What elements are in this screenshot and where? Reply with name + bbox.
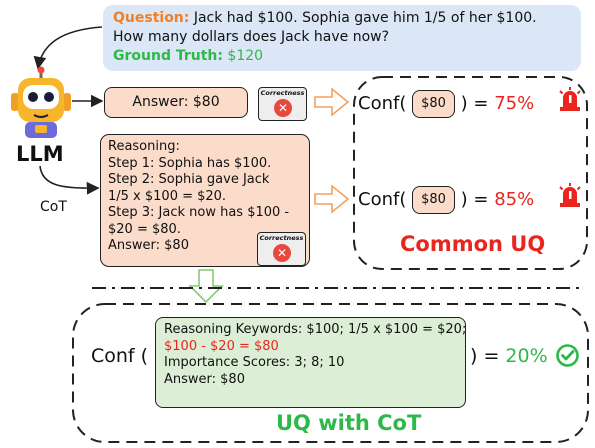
conf-prefix: Conf( <box>358 189 407 210</box>
hollow-arrow-down <box>188 269 224 304</box>
correctness-label: Correctness <box>260 89 305 97</box>
conf-prefix: Conf( <box>358 93 407 114</box>
conf-value: 20% <box>505 345 548 367</box>
importance-line: Importance Scores: 3; 8; 10 <box>164 355 345 370</box>
cot-keywords-box: Reasoning Keywords: $100; 1/5 x $100 = $… <box>155 317 466 408</box>
conf-answer-pill: $80 <box>412 186 455 214</box>
conf-bottom-result: ) = 20% <box>470 345 548 367</box>
llm-to-reasoning-arrow <box>39 165 100 195</box>
alarm-icon <box>559 183 581 207</box>
reasoning-line: $20 = $80. <box>108 221 181 237</box>
llm-label: LLM <box>16 142 64 166</box>
conf-suffix: ) = <box>460 189 495 210</box>
conf-mid: Conf( $80 ) = 85% <box>358 186 534 214</box>
conf-bottom-prefix: Conf ( <box>91 345 149 367</box>
answer-line: Answer: $80 <box>164 371 245 387</box>
correctness-card-top: Correctness ✕ <box>258 87 307 121</box>
question-box: Question: Jack had $100. Sophia gave him… <box>103 5 581 71</box>
conf-answer-pill: $80 <box>412 90 455 118</box>
conf-value: 75% <box>494 93 535 114</box>
reasoning-line: Reasoning: <box>108 139 180 154</box>
reasoning-line: Step 3: Jack now has $100 - <box>108 205 290 220</box>
cot-label: CoT <box>40 199 67 215</box>
question-text: Jack had $100. Sophia gave him 1/5 of he… <box>189 10 537 26</box>
ground-truth-label: Ground Truth: <box>113 48 223 64</box>
common-uq-label: Common UQ <box>400 232 546 256</box>
robot-icon <box>11 66 71 138</box>
x-circle-icon: ✕ <box>273 244 291 262</box>
hollow-arrow-top <box>314 87 350 117</box>
reasoning-line: 1/5 x $100 = $20. <box>108 188 227 204</box>
hollow-arrow-mid <box>314 184 350 214</box>
uq-cot-dashed-box <box>72 303 589 443</box>
conf-top: Conf( $80 ) = 75% <box>358 90 534 118</box>
reasoning-box: Reasoning: Step 1: Sophia has $100. Step… <box>100 134 310 267</box>
x-circle-icon: ✕ <box>274 99 292 117</box>
question-text-line2: How many dollars does Jack have now? <box>113 29 390 45</box>
correctness-label: Correctness <box>259 234 304 242</box>
reasoning-line: Step 2: Sophia gave Jack <box>108 172 270 187</box>
question-label: Question: <box>113 10 190 26</box>
keywords-line-highlight: $100 - $20 = $80 <box>164 338 279 354</box>
direct-answer-box: Answer: $80 <box>104 87 248 118</box>
conf-suffix: ) = <box>460 93 495 114</box>
uq-cot-label: UQ with CoT <box>276 411 422 435</box>
conf-suffix: ) = <box>470 345 506 367</box>
reasoning-line: Answer: $80 <box>108 238 189 253</box>
question-to-llm-arrow <box>33 26 103 70</box>
conf-value: 85% <box>494 189 535 210</box>
ground-truth-value: $120 <box>222 48 264 64</box>
correctness-card-bottom: Correctness ✕ <box>257 232 306 266</box>
reasoning-line: Step 1: Sophia has $100. <box>108 155 272 171</box>
alarm-icon <box>559 87 581 111</box>
check-circle-icon <box>556 344 579 367</box>
common-uq-dashed-box <box>353 76 588 270</box>
keywords-line: Reasoning Keywords: $100; 1/5 x $100 = $… <box>164 322 467 337</box>
